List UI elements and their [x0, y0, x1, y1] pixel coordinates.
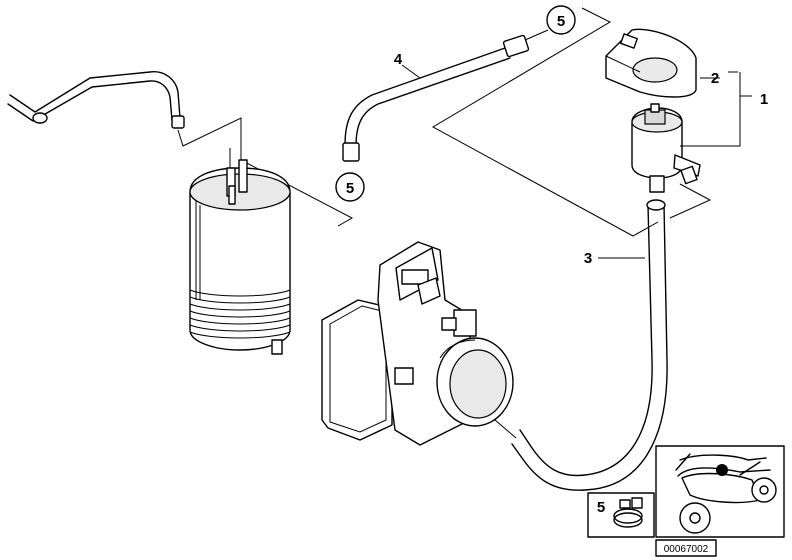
- vent-hose-3[interactable]: [511, 199, 668, 491]
- solenoid-valve[interactable]: [631, 103, 701, 193]
- mounting-bracket[interactable]: [605, 28, 697, 98]
- throttle-body[interactable]: [321, 241, 514, 446]
- callout-4-label[interactable]: 4: [394, 51, 403, 68]
- hose-clamp-icon: [613, 497, 643, 528]
- vent-hose-4[interactable]: [342, 34, 530, 162]
- diagram-code: 00067002: [664, 544, 709, 555]
- assembly-lines-valve: [431, 7, 712, 237]
- callout-3-label[interactable]: 3: [584, 250, 592, 267]
- legend-5-label[interactable]: 5: [597, 499, 605, 516]
- callout-1-label[interactable]: 1: [760, 91, 768, 108]
- hose-clamp-legend[interactable]: 5: [587, 492, 655, 538]
- vent-pipe-left[interactable]: [7, 71, 185, 129]
- motorcycle-icon: [675, 453, 777, 534]
- assembly-line-hose3: [494, 419, 517, 439]
- callout-5-mid-circle: [335, 172, 365, 202]
- callout-5-mid-label[interactable]: 5: [346, 180, 354, 197]
- callout-5-top-label[interactable]: 5: [557, 13, 565, 30]
- location-box: [655, 445, 785, 538]
- callout-2-label[interactable]: 2: [711, 70, 719, 87]
- charcoal-canister[interactable]: [189, 159, 291, 355]
- diagram-code-box: 00067002: [655, 539, 717, 557]
- callout-leaders: [401, 64, 752, 259]
- assembly-line-hose4: [524, 29, 549, 41]
- location-marker: [716, 464, 728, 476]
- callout-5-top-circle: [546, 5, 576, 35]
